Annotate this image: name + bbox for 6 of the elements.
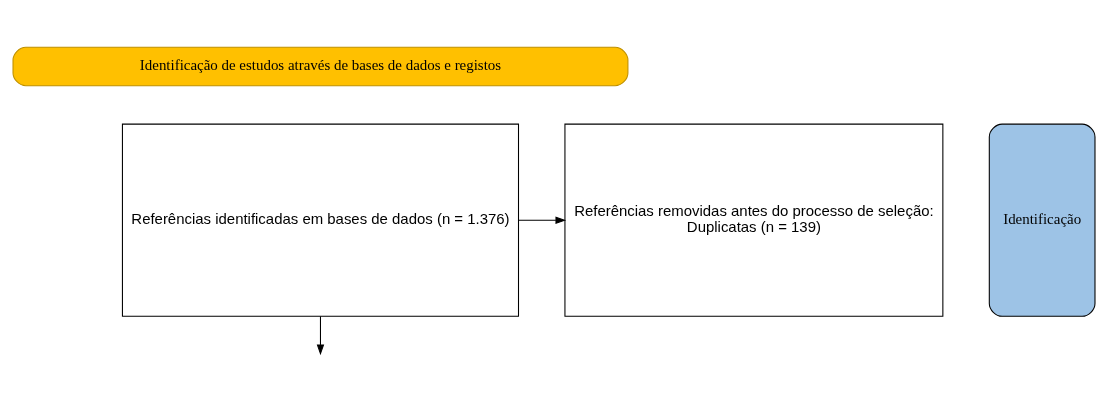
arrow — [316, 315, 325, 355]
node-box: Referências removidas antes do processo de seleção: Duplicatas (n = 139) — [564, 123, 944, 317]
node-box: Identificação — [988, 123, 1096, 317]
node-box: Identificação de estudos através de bases de dados e registos — [12, 46, 629, 86]
arrow — [518, 215, 567, 224]
node-box: Referências identificadas em bases de dados (n = 1.376) — [121, 123, 520, 317]
